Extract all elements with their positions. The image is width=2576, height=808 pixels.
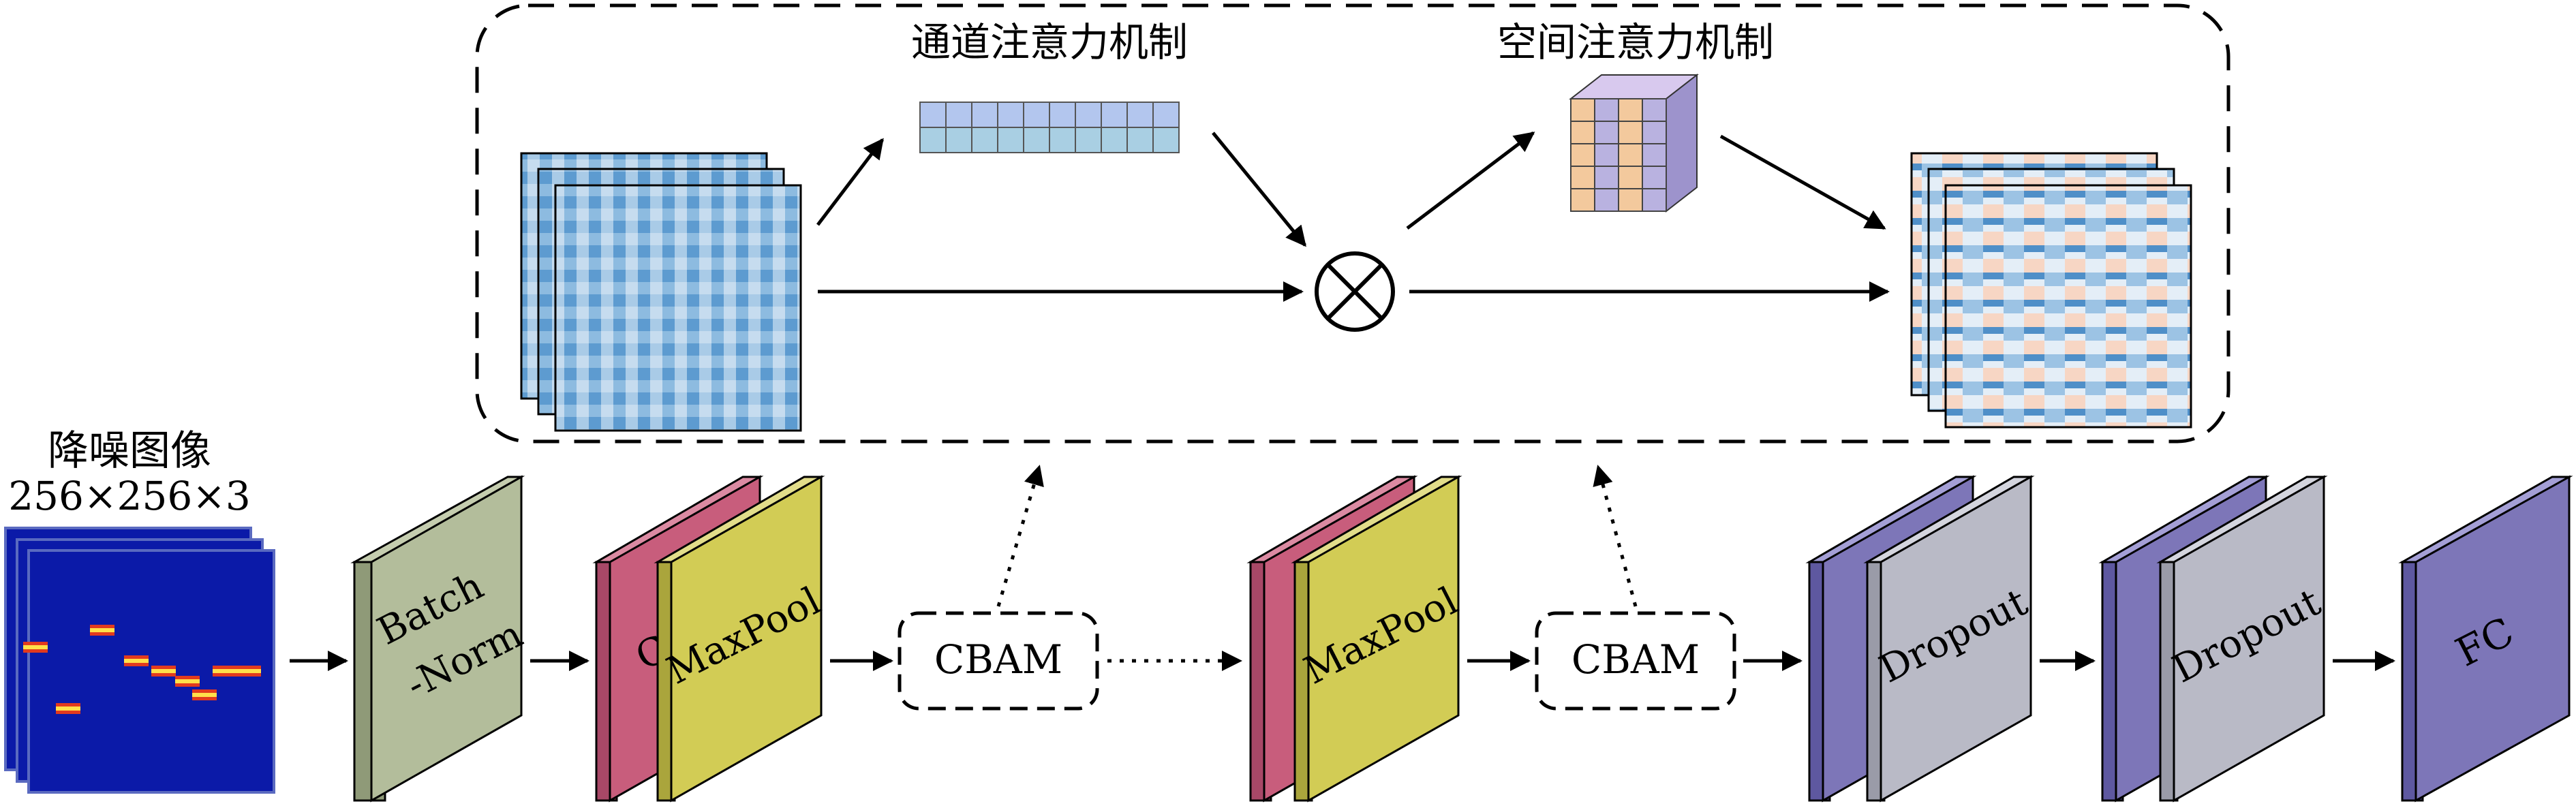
channel-attention-vector [919,102,1180,153]
channel-attention-title: 通道注意力机制 [911,19,1188,65]
cbam-label-2: CBAM [1571,636,1700,683]
attention-arrows [816,131,1890,302]
input-title: 降噪图像 [48,427,211,475]
pipeline-arrows [290,465,2395,671]
fc-layer: FC [2398,475,2573,803]
input-image [4,527,275,794]
conv-maxpool-block-1: C MaxPool [592,475,828,803]
cbam-label-1: CBAM [934,636,1062,683]
input-size: 256×256×3 [8,473,251,519]
batchnorm-layer: Batch -Norm [350,475,530,803]
cbam-block-2 [1535,611,1736,711]
refined-feature-maps [1910,152,2192,429]
dense-dropout-block-1: Dropout [1805,475,2035,803]
input-feature-maps [520,152,802,432]
multiply-operator [1315,251,1395,332]
dense-dropout-block-2: Dropout [2098,475,2328,803]
conv-maxpool-block-2: MaxPool [1246,475,1465,803]
cbam-detail-box [475,3,2230,444]
cbam-block-1 [898,611,1099,711]
spatial-attention-title: 空间注意力机制 [1497,19,1774,65]
spatial-attention-cube [1569,73,1699,213]
